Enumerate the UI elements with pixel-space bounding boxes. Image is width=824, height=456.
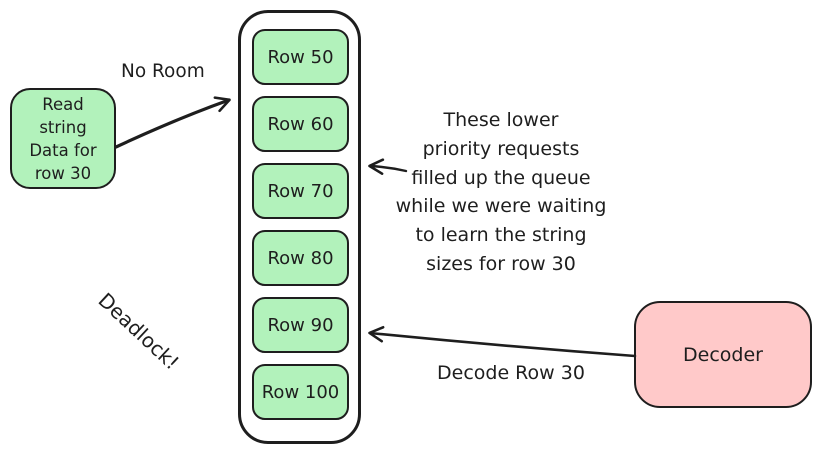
read-string-request-node: Read string Data for row 30 [10, 88, 116, 189]
decode-row-30-label: Decode Row 30 [437, 362, 585, 384]
deadlock-label: Deadlock! [93, 288, 184, 375]
queue-row-50: Row 50 [252, 29, 349, 85]
annotation-line: priority requests [422, 137, 580, 160]
queue-row-100: Row 100 [252, 364, 349, 420]
decoder-node: Decoder [634, 301, 812, 408]
queue-row-90: Row 90 [252, 297, 349, 353]
queue-full-annotation: These lower priority requests filled up … [375, 106, 627, 279]
decoder-label: Decoder [683, 343, 763, 366]
annotation-line: filled up the queue [411, 166, 591, 189]
read-request-line: Read [42, 94, 84, 114]
annotation-line: sizes for row 30 [426, 252, 576, 275]
queue-row-80: Row 80 [252, 230, 349, 286]
queue-row-60: Row 60 [252, 96, 349, 152]
read-request-line: Data for [29, 140, 97, 160]
no-room-arrow [114, 96, 231, 149]
decode-row-arrow [368, 325, 637, 358]
annotation-line: while we were waiting [395, 195, 607, 218]
no-room-label: No Room [121, 61, 205, 82]
queue-container: Row 50 Row 60 Row 70 Row 80 Row 90 Row 1… [238, 10, 361, 444]
annotation-line: to learn the string [415, 224, 587, 247]
read-request-line: string [39, 117, 87, 137]
annotation-line: These lower [443, 109, 559, 131]
queue-row-70: Row 70 [252, 163, 349, 219]
read-request-line: row 30 [34, 163, 92, 183]
